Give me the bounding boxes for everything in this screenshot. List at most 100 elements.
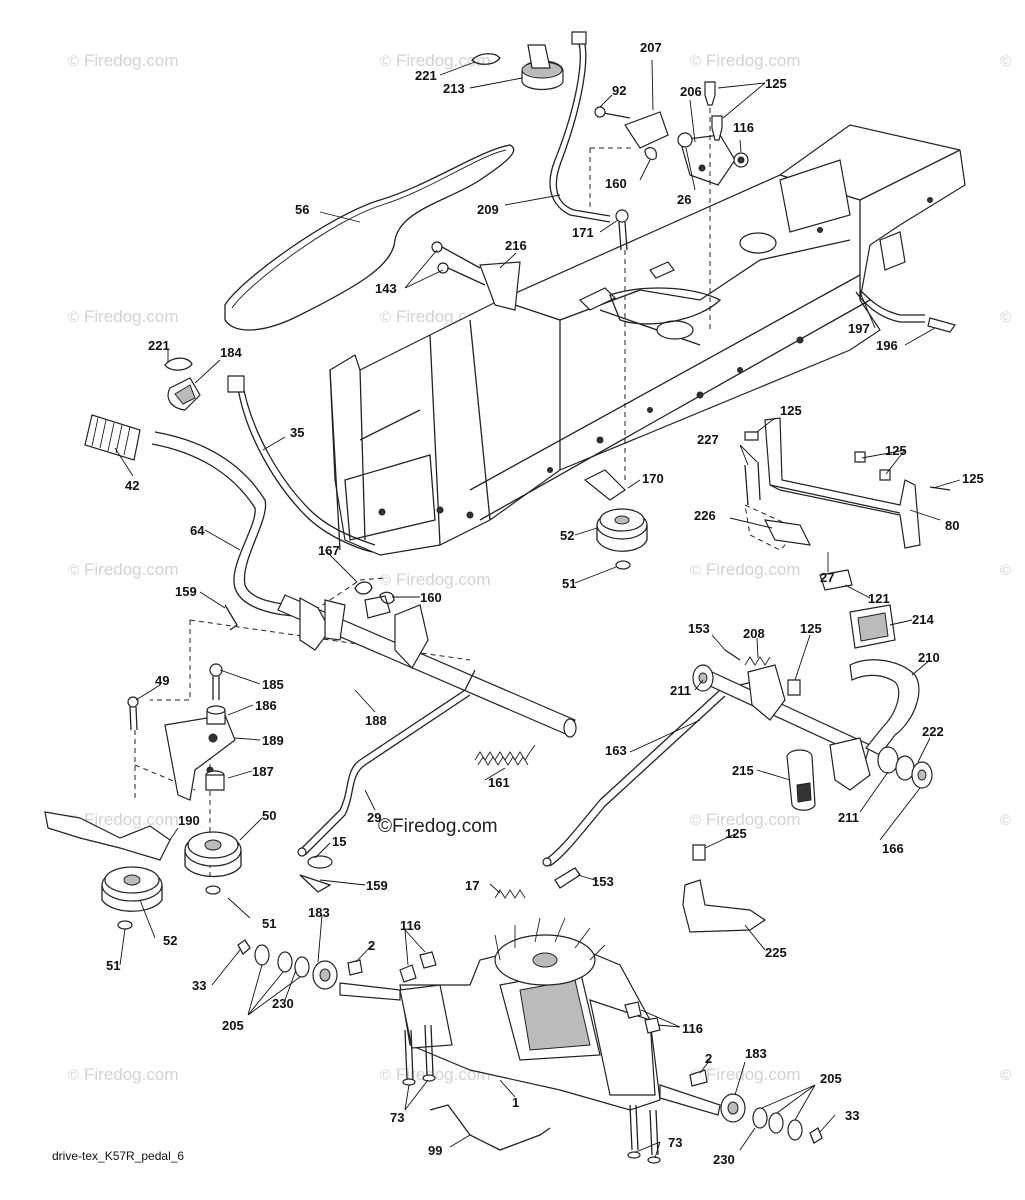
rod-99 [429,1104,551,1151]
part-label: 153 [688,621,710,636]
pad-214 [849,604,896,649]
watermark-symbol: © [68,309,79,326]
part-label: 213 [443,81,465,96]
watermark-text: Firedog.com [84,1065,178,1084]
part-label: 170 [642,471,664,486]
part-label: 230 [272,996,294,1011]
diagram-caption: drive-tex_K57R_pedal_6 [52,1149,184,1163]
part-label: 188 [365,713,387,728]
transaxle-1 [339,917,721,1116]
pulley-52-right [596,508,648,552]
part-label: 121 [868,591,890,606]
part-label: 116 [733,120,754,135]
rod-29 [297,669,476,857]
watermark-text: Firedog.com [396,1065,490,1084]
bracket-80 [764,417,921,549]
bolts-125-80 [744,431,951,506]
part-label: 205 [820,1071,842,1086]
part-label: 159 [175,584,197,599]
part-label: 183 [308,905,330,920]
watermark-symbol: © [1000,53,1011,70]
washer-51-mid [205,885,221,895]
clip-153-bottom [554,867,581,889]
rod-163 [542,679,761,867]
part-label: 116 [400,918,421,933]
part-label: 221 [148,338,170,353]
part-label: 26 [677,192,691,207]
pin-15 [307,855,333,869]
cap-184 [167,377,201,411]
bolts-125-top [704,81,749,168]
part-label: 99 [428,1143,442,1158]
watermark-symbol: © [380,1067,391,1084]
bracket-226 [763,519,812,546]
watermark-symbol: © [1000,562,1011,579]
part-label: 197 [848,321,870,336]
clip-221-top [471,53,501,65]
bracket-216 [431,241,521,311]
watermark-text: Firedog.com [84,810,178,829]
part-label: 125 [780,403,802,418]
watermark-text: Firedog.com [706,1065,800,1084]
part-label: 33 [192,978,206,993]
clip-221-left [164,357,193,371]
washer-211-top [692,664,714,692]
spacer-186 [206,705,226,725]
part-label: 51 [262,916,276,931]
part-label: 185 [262,677,284,692]
plate-190 [44,811,171,861]
spring-208 [744,656,771,666]
part-label: 125 [765,76,787,91]
part-label: 187 [252,764,274,779]
part-label: 33 [845,1108,859,1123]
part-label: 1 [512,1095,519,1110]
part-label: 189 [262,733,284,748]
part-label: 125 [962,471,984,486]
part-label: 221 [415,68,437,83]
part-label: 186 [255,698,277,713]
part-label: 56 [295,202,309,217]
watermark-text: Firedog.com [396,570,490,589]
part-label: 222 [922,724,944,739]
bolts-116-transaxle [399,951,661,1034]
part-label: 42 [125,478,139,493]
clip-160-mid [379,591,395,605]
part-label: 27 [820,570,834,585]
watermark-symbol: © [68,53,79,70]
clip-167 [354,581,373,595]
part-label: 210 [918,650,940,665]
watermark-text: Firedog.com [706,810,800,829]
left-axle-parts [237,939,363,990]
part-label: 92 [612,83,626,98]
part-label: 51 [106,958,120,973]
part-label: 167 [318,543,340,558]
shaft-188 [277,594,577,738]
watermark-text: Firedog.com [84,307,178,326]
part-label: 17 [465,878,479,893]
watermark-symbol: © [68,562,79,579]
part-label: 143 [375,281,397,296]
part-label: 183 [745,1046,767,1061]
spacer-187 [205,770,225,791]
cable-35 [227,375,376,553]
part-label: 80 [945,518,959,533]
clip-121 [819,569,853,591]
leader-lines [114,59,961,1159]
watermark-symbol: © [1000,1067,1011,1084]
part-label: 211 [838,810,859,825]
spring-17 [494,889,526,899]
watermark-text: Firedog.com [706,51,800,70]
drive-belt [224,144,515,331]
watermark-symbol: © [380,53,391,70]
part-label: 163 [605,743,627,758]
part-label: 214 [912,612,934,627]
right-axle-parts [689,1069,823,1144]
grip-42 [84,414,141,461]
pedal-shaft [707,664,871,791]
pulley-52-left [101,866,163,912]
part-label: 206 [680,84,702,99]
chassis-frame [329,124,966,556]
part-label: 15 [332,834,346,849]
washer-51-left [117,920,133,930]
